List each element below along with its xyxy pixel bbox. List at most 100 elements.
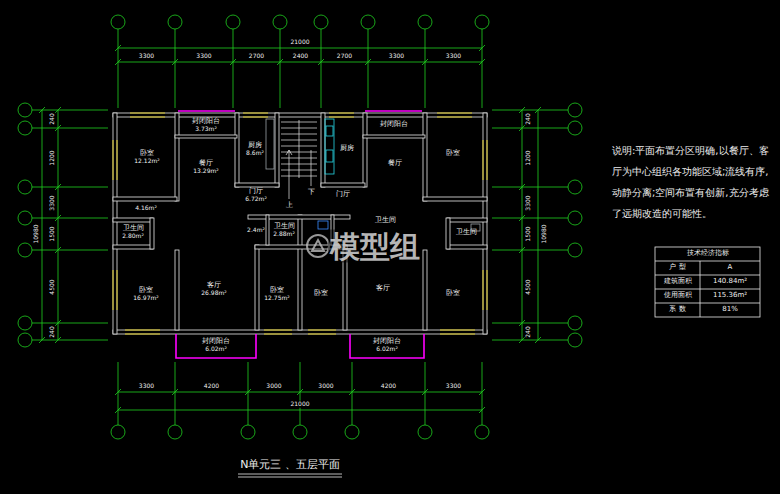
wall [321,113,325,187]
room-area: 6.02m² [201,345,231,352]
wall [423,197,487,201]
axis-bubble [168,15,182,29]
wall [321,183,365,187]
axis-bubble [18,211,32,225]
dimension-text: 21000 [289,401,310,408]
axis-bubble [568,316,582,330]
table-border [655,247,760,317]
axis-bubble [18,103,32,117]
dimension-text: 4200 [380,383,397,390]
logo-mark [312,240,324,251]
room: 卫生间2.88m² [272,223,296,240]
dimension-text: 1500 [49,225,56,242]
table-cell: 系 数 [668,306,686,314]
table-rule [655,261,760,317]
toilet [318,221,328,229]
room: 门厅 [335,191,351,201]
room: 卫生间 [455,229,478,239]
watermark: 模型组 [328,230,422,263]
room-name: 门厅 [244,188,268,196]
axis-bubble [273,15,287,29]
stair-treads [281,120,317,178]
dimension-text: 3300 [445,383,462,390]
wall [175,135,237,138]
dimension-text: 21000 [289,39,310,46]
room: 2.4m² [246,227,266,236]
dimension-text: 2400 [292,53,309,60]
room-area: 12.12m² [133,157,161,164]
table-cell: A [727,264,734,272]
wall [363,135,425,138]
room: 封闭阳台 [379,121,409,131]
stair-direction: 下 [307,189,316,197]
dimension-text: 240 [49,325,56,338]
dimension-text: 2700 [248,53,265,60]
dimension-text: 3300 [138,53,155,60]
table-cell: 使用面积 [663,292,693,300]
room: 门厅6.72m² [244,188,268,205]
wall [113,245,153,249]
room: 餐厅13.29m² [192,160,220,177]
room: 卧室12.75m² [263,287,291,304]
room-area: 26.98m² [200,289,228,296]
room-area: 3.73m² [191,125,221,132]
room: 封闭阳台3.73m² [191,118,221,135]
room-name: 餐厅 [387,160,403,168]
room: 封闭阳台6.02m² [201,338,231,355]
room-area: 12.75m² [263,294,291,301]
room-name: 封闭阳台 [379,121,409,129]
axis-bubble [418,425,432,439]
room-name: 封闭阳台 [372,338,402,346]
dimension-text: 1200 [49,149,56,166]
room: 客厅 [375,285,391,295]
room-name: 卧室 [313,290,329,298]
table-cell: 115.36m² [712,292,748,300]
dimension-text: 1500 [525,225,532,242]
wall [275,113,279,187]
room-area: 2.80m² [121,232,145,239]
dimension-text: 3300 [49,194,56,211]
dimension-text: 3000 [265,383,282,390]
room-area: 8.6m² [245,149,265,156]
axis-bubble [475,15,489,29]
room-name: 卫生间 [455,229,478,237]
dimension-line [42,48,538,410]
balcony-outline [176,111,424,358]
axis-bubble [226,15,240,29]
watermark-logo [307,235,329,257]
room: 客厅26.98m² [200,282,228,299]
room: 厨房8.6m² [245,142,265,159]
wall [113,218,153,222]
wall [447,245,487,249]
room-area: 6.72m² [244,195,268,202]
dimension-text: 3300 [138,383,155,390]
axis-bubble [568,103,582,117]
axis-bubble [18,243,32,257]
dimension-text: 240 [525,325,532,338]
dimension-text: 10980 [541,223,548,244]
axis-bubble [293,425,307,439]
wall [363,113,367,187]
dimension-text: 1200 [525,149,532,166]
wall [483,113,487,334]
axis-grid [18,15,582,439]
caption-underline [238,474,342,477]
room: 餐厅 [387,160,403,170]
wall [113,330,487,334]
room: 卧室12.12m² [133,150,161,167]
axis-bubble [314,15,328,29]
wall [235,113,239,187]
axis-line [118,362,482,425]
room: 封闭阳台6.02m² [372,338,402,355]
table-cell: 户 型 [668,264,686,272]
table-grid [655,247,760,317]
kitchen-counter [325,119,334,174]
wall [175,113,179,201]
room-name: 4.16m² [134,205,158,212]
room-name: 客厅 [375,285,391,293]
room-name: 封闭阳台 [191,118,221,126]
dimension-text: 2700 [336,53,353,60]
wall [175,250,179,330]
logo-ring [307,235,329,257]
axis-bubble [18,121,32,135]
